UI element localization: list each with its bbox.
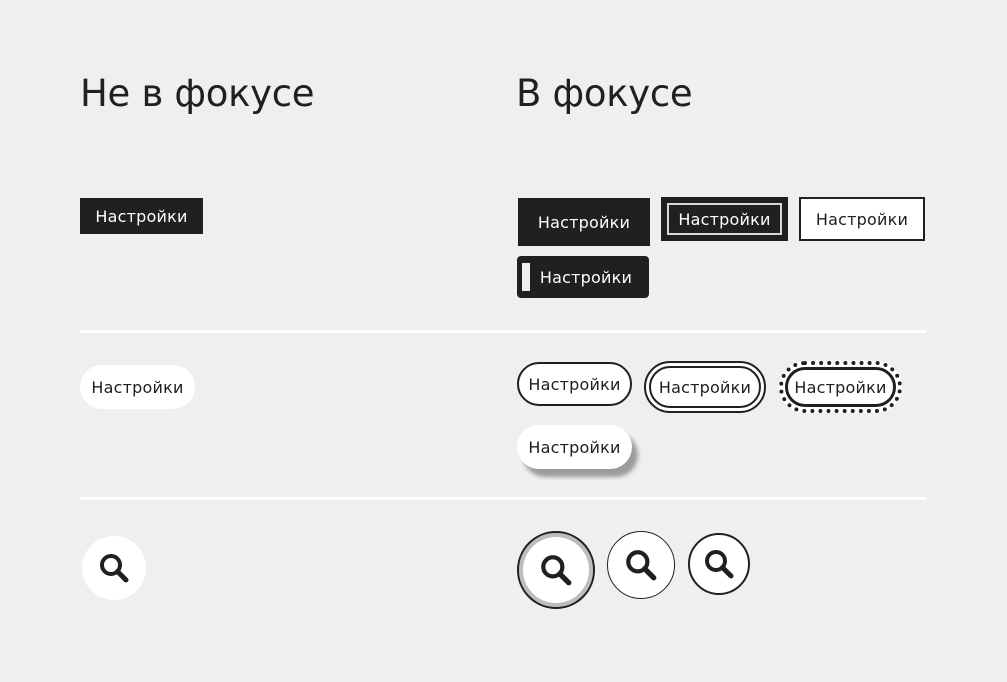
button-label: Настройки: [91, 377, 184, 397]
button-label: Настройки: [528, 437, 621, 457]
search-button-focused-thin-ring[interactable]: [607, 531, 675, 599]
focus-ring: [785, 367, 896, 407]
button-label: Настройки: [658, 377, 752, 397]
settings-button-focused-rect-outline[interactable]: Настройки: [799, 197, 925, 241]
search-icon: [541, 555, 572, 586]
settings-button-focused-pill-shadow[interactable]: Настройки: [517, 425, 632, 469]
button-label: Настройки: [95, 206, 188, 226]
search-button-unfocused[interactable]: [82, 536, 146, 600]
focus-ring: [649, 366, 761, 408]
settings-button-unfocused-pill[interactable]: Настройки: [80, 365, 195, 409]
button-label: Настройки: [528, 374, 621, 394]
search-icon: [626, 550, 657, 581]
heading-focused: В фокусе: [516, 72, 693, 115]
search-icon: [100, 554, 129, 583]
heading-unfocused: Не в фокусе: [80, 72, 315, 115]
settings-button-focused-rect-inner-ring[interactable]: Настройки: [661, 197, 788, 241]
settings-button-focused-pill-dotted[interactable]: Настройки: [779, 361, 902, 413]
divider: [80, 497, 926, 500]
search-icon: [705, 550, 734, 579]
button-label: Настройки: [537, 212, 631, 232]
focus-bar: [522, 263, 530, 291]
search-button-focused-thick-ring[interactable]: [517, 531, 595, 609]
divider: [80, 330, 926, 333]
settings-button-focused-rect-bar[interactable]: Настройки: [517, 256, 649, 298]
focus-ring: [667, 203, 782, 235]
button-label: Настройки: [815, 209, 909, 229]
settings-button-focused-pill-outline[interactable]: Настройки: [517, 362, 632, 406]
settings-button-focused-rect-large[interactable]: Настройки: [518, 198, 650, 246]
settings-button-focused-pill-double[interactable]: Настройки: [644, 361, 766, 413]
button-label: Настройки: [678, 209, 771, 229]
search-button-focused-ring[interactable]: [688, 533, 750, 595]
settings-button-unfocused-rect[interactable]: Настройки: [80, 198, 203, 234]
button-label: Настройки: [539, 267, 633, 287]
button-label: Настройки: [794, 377, 887, 397]
